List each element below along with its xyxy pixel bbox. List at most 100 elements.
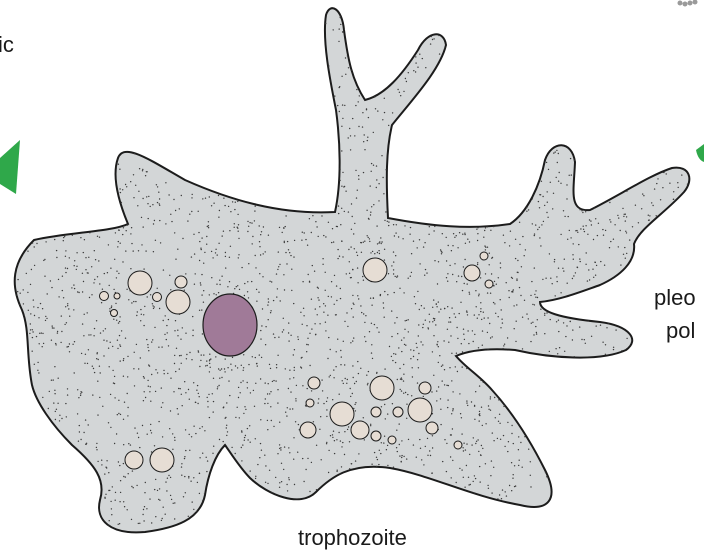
stipple-dot	[126, 289, 127, 290]
stipple-dot	[111, 514, 112, 515]
stipple-dot	[410, 227, 411, 228]
stipple-dot	[152, 303, 153, 304]
stipple-dot	[64, 236, 65, 237]
stipple-dot	[626, 338, 627, 339]
stipple-dot	[161, 520, 162, 521]
stipple-dot	[96, 449, 97, 450]
stipple-dot	[142, 170, 143, 171]
stipple-dot	[475, 290, 476, 291]
stipple-dot	[116, 433, 117, 434]
stipple-dot	[587, 234, 588, 235]
stipple-dot	[342, 380, 343, 381]
stipple-dot	[573, 259, 574, 260]
stipple-dot	[315, 221, 316, 222]
stipple-dot	[165, 315, 166, 316]
stipple-dot	[259, 457, 260, 458]
stipple-dot	[497, 438, 498, 439]
stipple-dot	[101, 464, 102, 465]
stipple-dot	[151, 432, 152, 433]
stipple-dot	[366, 210, 367, 211]
stipple-dot	[368, 218, 369, 219]
stipple-dot	[229, 257, 230, 258]
stipple-dot	[97, 414, 98, 415]
stipple-dot	[370, 214, 371, 215]
stipple-dot	[376, 457, 377, 458]
stipple-dot	[173, 503, 174, 504]
stipple-dot	[398, 347, 399, 348]
stipple-dot	[515, 239, 516, 240]
stipple-dot	[327, 397, 328, 398]
stipple-dot	[516, 278, 517, 279]
stipple-dot	[635, 205, 636, 206]
stipple-dot	[270, 406, 271, 407]
stipple-dot	[353, 303, 354, 304]
stipple-dot	[484, 230, 485, 231]
stipple-dot	[181, 363, 182, 364]
stipple-dot	[419, 54, 420, 55]
stipple-dot	[340, 224, 341, 225]
stipple-dot	[600, 325, 601, 326]
stipple-dot	[277, 453, 278, 454]
stipple-dot	[408, 439, 409, 440]
stipple-dot	[588, 269, 589, 270]
stipple-dot	[550, 182, 551, 183]
stipple-dot	[473, 437, 474, 438]
stipple-dot	[182, 327, 183, 328]
stipple-dot	[438, 301, 439, 302]
stipple-dot	[80, 237, 81, 238]
stipple-dot	[295, 421, 296, 422]
stipple-dot	[424, 308, 425, 309]
stipple-dot	[401, 351, 402, 352]
stipple-dot	[499, 423, 500, 424]
stipple-dot	[294, 349, 295, 350]
stipple-dot	[418, 367, 419, 368]
stipple-dot	[237, 228, 238, 229]
stipple-dot	[417, 382, 418, 383]
stipple-dot	[116, 277, 117, 278]
stipple-dot	[184, 458, 185, 459]
stipple-dot	[161, 407, 162, 408]
stipple-dot	[96, 320, 97, 321]
stipple-dot	[279, 227, 280, 228]
stipple-dot	[34, 315, 35, 316]
stipple-dot	[33, 299, 34, 300]
stipple-dot	[42, 333, 43, 334]
stipple-dot	[502, 322, 503, 323]
stipple-dot	[497, 498, 498, 499]
stipple-dot	[420, 341, 421, 342]
stipple-dot	[278, 337, 279, 338]
stipple-dot	[478, 295, 479, 296]
stipple-dot	[237, 367, 238, 368]
stipple-dot	[414, 296, 415, 297]
stipple-dot	[424, 242, 425, 243]
stipple-dot	[40, 303, 41, 304]
stipple-dot	[353, 304, 354, 305]
stipple-dot	[491, 492, 492, 493]
stipple-dot	[207, 397, 208, 398]
stipple-dot	[277, 389, 278, 390]
stipple-dot	[345, 191, 346, 192]
stipple-dot	[120, 360, 121, 361]
stipple-dot	[327, 358, 328, 359]
stipple-dot	[285, 252, 286, 253]
stipple-dot	[353, 337, 354, 338]
stipple-dot	[98, 359, 99, 360]
stipple-dot	[613, 349, 614, 350]
stipple-dot	[490, 230, 491, 231]
stipple-dot	[500, 262, 501, 263]
stipple-dot	[260, 378, 261, 379]
stipple-dot	[425, 320, 426, 321]
stipple-dot	[41, 332, 42, 333]
stipple-dot	[17, 279, 18, 280]
stipple-dot	[170, 477, 171, 478]
stipple-dot	[603, 235, 604, 236]
stipple-dot	[532, 304, 533, 305]
stipple-dot	[499, 494, 500, 495]
stipple-dot	[385, 169, 386, 170]
stipple-dot	[203, 302, 204, 303]
stipple-dot	[178, 413, 179, 414]
stipple-dot	[281, 481, 282, 482]
stipple-dot	[265, 465, 266, 466]
stipple-dot	[197, 482, 198, 483]
stipple-dot	[413, 356, 414, 357]
